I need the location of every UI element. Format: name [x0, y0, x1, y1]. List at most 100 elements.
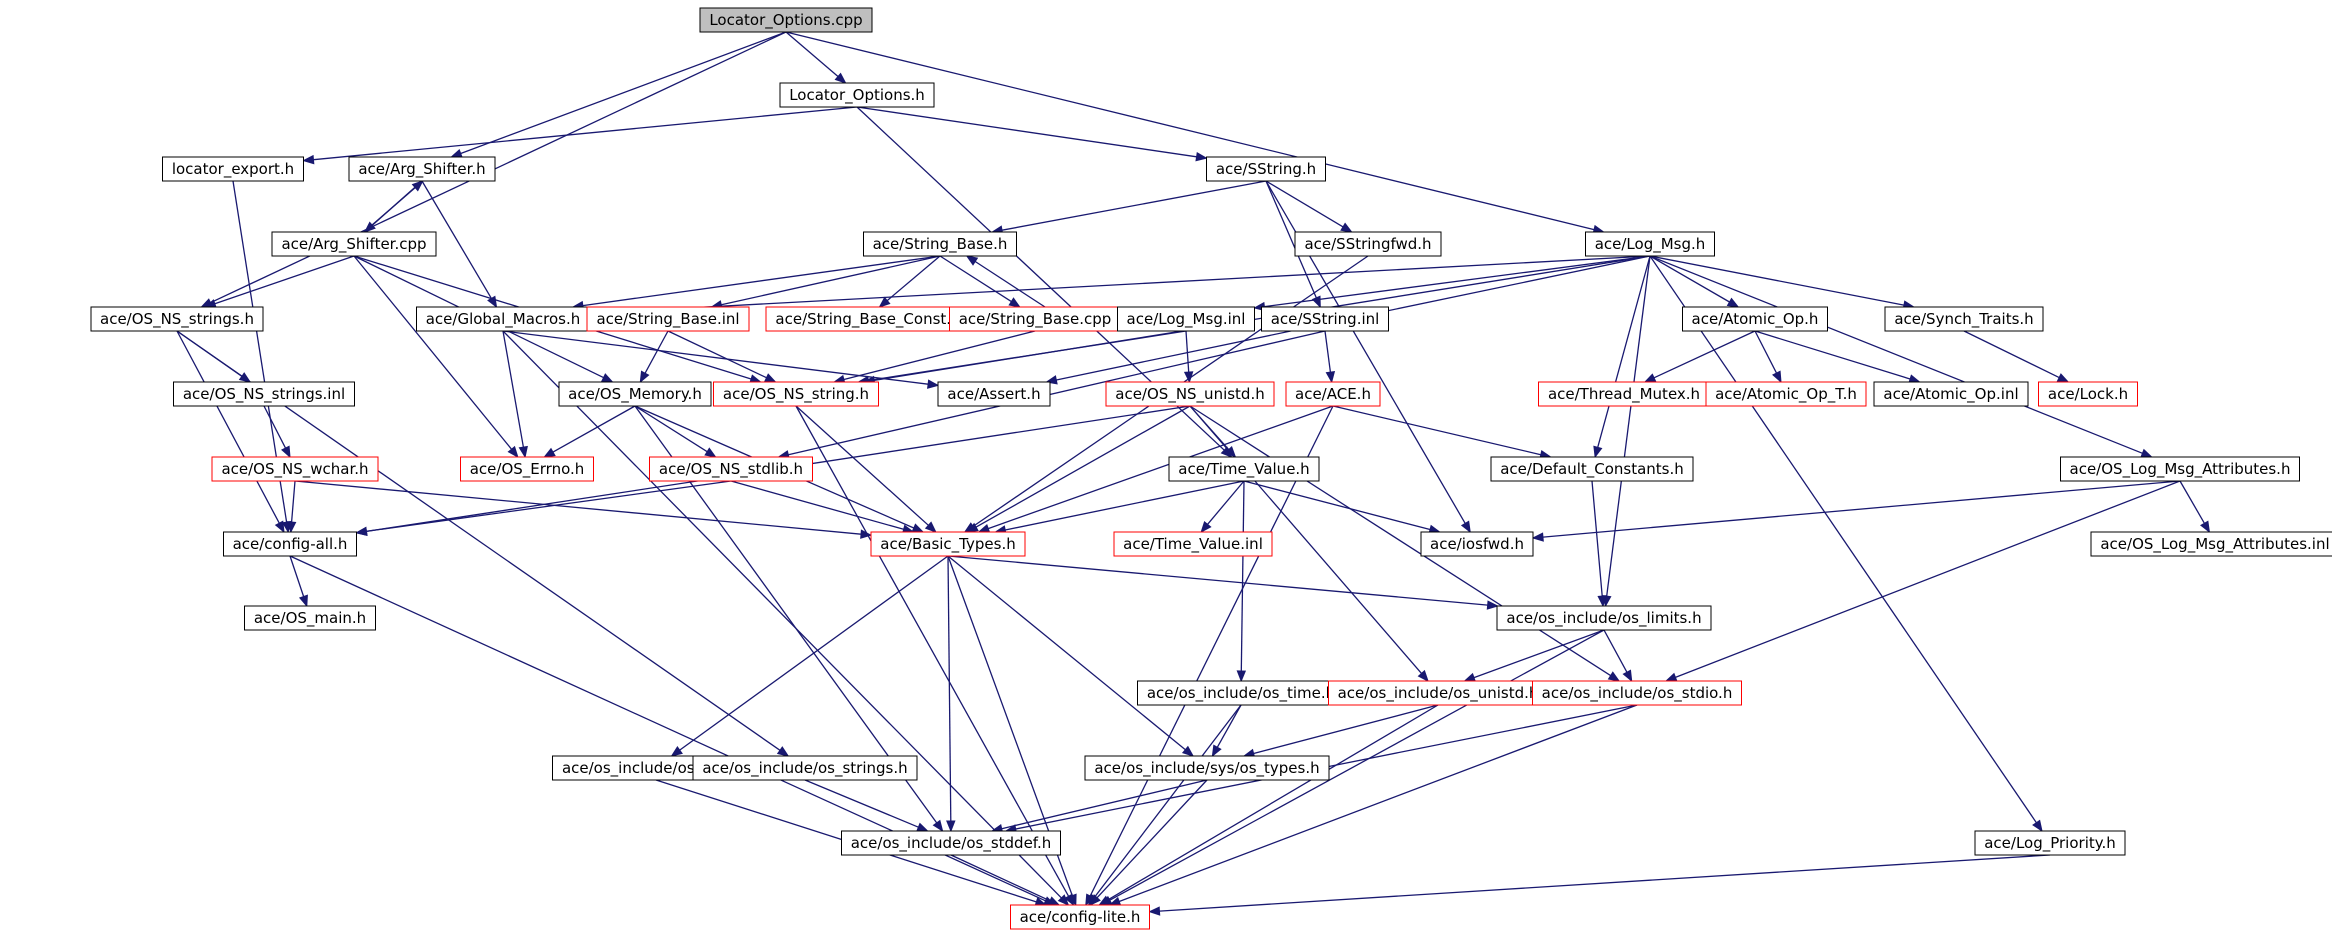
node-box — [649, 456, 813, 482]
node-basic-types-h[interactable]: ace/Basic_Types.h — [870, 531, 1026, 557]
edge-arrowhead — [2056, 373, 2070, 383]
edge-global-macros-h-to-assert-h — [502, 330, 940, 389]
node-global-macros-h[interactable]: ace/Global_Macros.h — [416, 306, 590, 332]
node-time-value-h[interactable]: ace/Time_Value.h — [1168, 456, 1320, 482]
edge-os-types-h-to-os-stddef-h — [990, 779, 1208, 834]
edge-arg-shifter-cpp-to-os-errno-h — [353, 255, 519, 459]
node-arg-shifter-h[interactable]: ace/Arg_Shifter.h — [348, 156, 496, 182]
node-os-strings-h[interactable]: ace/os_include/os_strings.h — [692, 755, 918, 781]
node-box — [1084, 755, 1330, 781]
node-atomic-op-h[interactable]: ace/Atomic_Op.h — [1682, 306, 1828, 332]
node-arg-shifter-cpp[interactable]: ace/Arg_Shifter.cpp — [271, 231, 437, 257]
node-string-base-h[interactable]: ace/String_Base.h — [863, 231, 1017, 257]
node-os-time-h[interactable]: ace/os_include/os_time.h — [1137, 680, 1345, 706]
node-label: ace/Atomic_Op_T.h — [1715, 385, 1857, 404]
node-os-errno-h[interactable]: ace/OS_Errno.h — [460, 456, 594, 482]
node-os-ns-unistd-h[interactable]: ace/OS_NS_unistd.h — [1105, 381, 1275, 407]
node-default-constants-h[interactable]: ace/Default_Constants.h — [1490, 456, 1694, 482]
edge-line — [987, 405, 1334, 530]
node-os-log-msg-attributes-inl[interactable]: ace/OS_Log_Msg_Attributes.inl — [2090, 531, 2332, 557]
edge-arrowhead — [1726, 297, 1740, 308]
node-ace-h[interactable]: ace/ACE.h — [1285, 381, 1381, 407]
node-thread-mutex-h[interactable]: ace/Thread_Mutex.h — [1538, 381, 1710, 407]
node-synch-traits-h[interactable]: ace/Synch_Traits.h — [1884, 306, 2044, 332]
node-string-base-cpp[interactable]: ace/String_Base.cpp — [949, 306, 1121, 332]
node-config-all-h[interactable]: ace/config-all.h — [223, 531, 357, 557]
node-box — [1873, 381, 2029, 407]
node-label: ace/Assert.h — [947, 385, 1040, 403]
node-label: ace/SStringfwd.h — [1304, 235, 1431, 253]
edge-arrowhead — [966, 522, 979, 533]
edge-line — [804, 779, 919, 828]
edge-line — [974, 260, 1046, 308]
node-label: ace/Atomic_Op.h — [1692, 310, 1819, 329]
node-string-base-const-h[interactable]: ace/String_Base_Const.h — [765, 306, 971, 332]
node-os-main-h[interactable]: ace/OS_main.h — [244, 605, 376, 631]
edge-line — [730, 480, 904, 530]
edge-line — [1473, 629, 1605, 679]
node-box — [1496, 605, 1712, 631]
node-log-priority-h[interactable]: ace/Log_Priority.h — [1974, 830, 2126, 856]
node-locator-options-cpp[interactable]: Locator_Options.cpp — [699, 7, 873, 33]
edge-os-log-msg-attributes-h-to-iosfwd-h — [1531, 480, 2181, 542]
node-sstring-inl[interactable]: ace/SString.inl — [1261, 306, 1389, 332]
node-atomic-op-inl[interactable]: ace/Atomic_Op.inl — [1873, 381, 2029, 407]
node-label: ace/OS_Errno.h — [470, 460, 585, 479]
node-box — [765, 306, 971, 332]
edge-line — [1109, 629, 1605, 901]
node-box — [162, 156, 304, 182]
node-label: ace/config-all.h — [233, 535, 348, 553]
edge-line — [502, 330, 525, 448]
node-log-msg-inl[interactable]: ace/Log_Msg.inl — [1117, 306, 1255, 332]
node-label: ace/os_include/os_limits.h — [1506, 609, 1701, 628]
node-os-ns-strings-h[interactable]: ace/OS_NS_strings.h — [90, 306, 264, 332]
node-locator-export-h[interactable]: locator_export.h — [162, 156, 304, 182]
edge-ace-h-to-default-constants-h — [1332, 405, 1552, 460]
node-assert-h[interactable]: ace/Assert.h — [937, 381, 1051, 407]
node-label: ace/os_include/os_time.h — [1147, 684, 1335, 703]
edge-line — [1265, 180, 1317, 299]
edge-line — [1603, 629, 1628, 673]
edge-locator-options-cpp-to-log-msg-h — [785, 31, 1605, 235]
node-config-lite-h[interactable]: ace/config-lite.h — [1010, 904, 1150, 930]
edge-arrowhead — [601, 373, 614, 383]
node-sstring-h[interactable]: ace/SString.h — [1206, 156, 1326, 182]
node-os-types-h[interactable]: ace/os_include/sys/os_types.h — [1084, 755, 1330, 781]
node-sstringfwd-h[interactable]: ace/SStringfwd.h — [1294, 231, 1442, 257]
node-iosfwd-h[interactable]: ace/iosfwd.h — [1420, 531, 1534, 557]
node-os-unistd-h[interactable]: ace/os_include/os_unistd.h — [1328, 680, 1548, 706]
edge-line — [785, 31, 1595, 231]
node-os-stddef-h[interactable]: ace/os_include/os_stddef.h — [841, 830, 1061, 856]
node-label: ace/OS_main.h — [254, 609, 366, 628]
edge-line — [1253, 704, 1439, 755]
edge-arrowhead — [2140, 448, 2153, 458]
node-os-memory-h[interactable]: ace/OS_Memory.h — [558, 381, 712, 407]
node-string-base-inl[interactable]: ace/String_Base.inl — [586, 306, 750, 332]
node-box — [1206, 156, 1326, 182]
node-os-limits-h[interactable]: ace/os_include/os_limits.h — [1496, 605, 1712, 631]
edge-line — [856, 106, 1197, 158]
node-os-stdio-h[interactable]: ace/os_include/os_stdio.h — [1532, 680, 1742, 706]
edge-os-time-h-to-config-lite-h — [1087, 704, 1242, 907]
node-log-msg-h[interactable]: ace/Log_Msg.h — [1585, 231, 1715, 257]
node-os-ns-wchar-h[interactable]: ace/OS_NS_wchar.h — [211, 456, 379, 482]
edge-os-unistd-h-to-config-lite-h — [1098, 704, 1439, 906]
edge-os-memory-h-to-os-errno-h — [543, 405, 636, 458]
node-locator-options-h[interactable]: Locator_Options.h — [779, 82, 935, 108]
node-os-ns-stdlib-h[interactable]: ace/OS_NS_stdlib.h — [649, 456, 813, 482]
edge-line — [788, 330, 1326, 456]
node-os-ns-string-h[interactable]: ace/OS_NS_string.h — [713, 381, 879, 407]
edge-arrowhead — [2032, 819, 2043, 833]
edge-line — [1265, 180, 1344, 228]
node-os-ns-strings-inl[interactable]: ace/OS_NS_strings.inl — [173, 381, 355, 407]
node-box — [586, 306, 750, 332]
node-label: ace/Default_Constants.h — [1500, 460, 1684, 479]
edge-line — [599, 255, 1651, 314]
edge-os-stddef-h-to-config-lite-h — [950, 854, 1061, 906]
node-atomic-op-t-h[interactable]: ace/Atomic_Op_T.h — [1705, 381, 1867, 407]
edge-string-base-cpp-to-os-ns-string-h — [832, 330, 1036, 384]
node-lock-h[interactable]: ace/Lock.h — [2038, 381, 2138, 407]
node-os-log-msg-attributes-h[interactable]: ace/OS_Log_Msg_Attributes.h — [2060, 456, 2300, 482]
node-time-value-inl[interactable]: ace/Time_Value.inl — [1113, 531, 1273, 557]
edge-arrowhead — [1325, 371, 1336, 384]
